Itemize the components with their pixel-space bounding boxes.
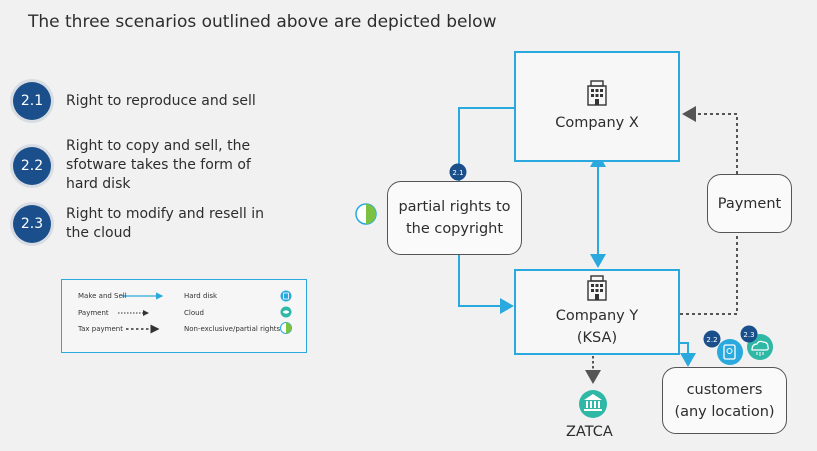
legend-non-exclusive-label: Non-exclusive/partial rights bbox=[184, 325, 281, 333]
payment-label: Payment bbox=[717, 195, 782, 212]
make-sell-arrow-rights-to-y bbox=[458, 255, 514, 314]
payment-box: Payment bbox=[707, 174, 792, 233]
company-y-label: Company Y bbox=[555, 308, 639, 324]
company-y-box: Company Y (KSA) bbox=[514, 269, 680, 355]
customers-label: customers bbox=[686, 381, 763, 398]
hard-disk-icon bbox=[280, 290, 292, 302]
scenario-text: Right to reproduce and sell bbox=[66, 92, 256, 111]
scenario-line: Right to modify and resell in bbox=[66, 206, 264, 222]
make-sell-arrow-y-to-customers bbox=[680, 342, 696, 367]
partial-rights-label: partial rights to bbox=[398, 199, 511, 215]
customers-box: customers (any location) bbox=[662, 367, 787, 434]
building-icon bbox=[587, 275, 607, 301]
marker-2-2: 2.2 bbox=[703, 330, 721, 348]
scenario-badge: 2.3 bbox=[13, 205, 51, 243]
hard-disk-icon bbox=[717, 339, 743, 365]
partial-rights-box: partial rights to the copyright bbox=[387, 181, 522, 255]
scenario-line: hard disk bbox=[66, 176, 131, 192]
scenario-badge: 2.2 bbox=[13, 146, 51, 185]
scenario-line: the cloud bbox=[66, 225, 132, 241]
zatca-label: ZATCA bbox=[566, 424, 613, 440]
marker-2-1-label: 2.1 bbox=[452, 169, 463, 177]
cloud-icon bbox=[280, 306, 292, 318]
scenario-line: Right to copy and sell, the bbox=[66, 138, 251, 154]
scenario-2-1: 2.1 Right to reproduce and sell bbox=[13, 82, 256, 120]
marker-2-2-label: 2.2 bbox=[706, 336, 717, 344]
legend-payment-label: Payment bbox=[78, 309, 109, 317]
marker-2-1: 2.1 bbox=[449, 163, 467, 181]
company-x-label: Company X bbox=[555, 114, 639, 131]
bank-icon bbox=[579, 390, 607, 418]
scenario-line: Right to reproduce and sell bbox=[66, 92, 256, 109]
company-x-box: Company X bbox=[514, 51, 680, 162]
marker-2-3-label: 2.3 bbox=[743, 331, 754, 339]
building-icon bbox=[587, 79, 607, 106]
legend-symbols bbox=[118, 290, 292, 334]
partial-rights-icon bbox=[355, 203, 377, 225]
scenario-2-3: 2.3 Right to modify and resell in the cl… bbox=[13, 205, 264, 243]
payment-dotted-arrow bbox=[682, 106, 738, 174]
legend-hard-disk-label: Hard disk bbox=[184, 292, 218, 300]
company-y-sublabel: (KSA) bbox=[576, 330, 618, 346]
scenario-2-2: 2.2 Right to copy and sell, the sfotware… bbox=[13, 137, 251, 194]
payment-dotted-line bbox=[680, 233, 738, 315]
legend-tax-label: Tax payment bbox=[78, 325, 123, 333]
marker-2-3: 2.3 bbox=[740, 325, 758, 343]
scenario-badge: 2.1 bbox=[13, 82, 51, 120]
partial-rights-icon bbox=[280, 322, 292, 334]
legend-make-sell-label: Make and Sell bbox=[78, 292, 127, 300]
page-title: The three scenarios outlined above are d… bbox=[28, 12, 497, 32]
scenario-line: sfotware takes the form of bbox=[66, 157, 251, 173]
scenario-text: Right to copy and sell, the sfotware tak… bbox=[66, 137, 251, 194]
legend: Make and Sell Payment Tax payment Hard d… bbox=[61, 279, 307, 353]
customers-sublabel: (any location) bbox=[674, 403, 775, 420]
partial-rights-label: the copyright bbox=[405, 221, 504, 237]
legend-cloud-label: Cloud bbox=[184, 309, 204, 317]
scenario-text: Right to modify and resell in the cloud bbox=[66, 205, 264, 243]
make-sell-line-x-to-rights bbox=[458, 107, 514, 181]
